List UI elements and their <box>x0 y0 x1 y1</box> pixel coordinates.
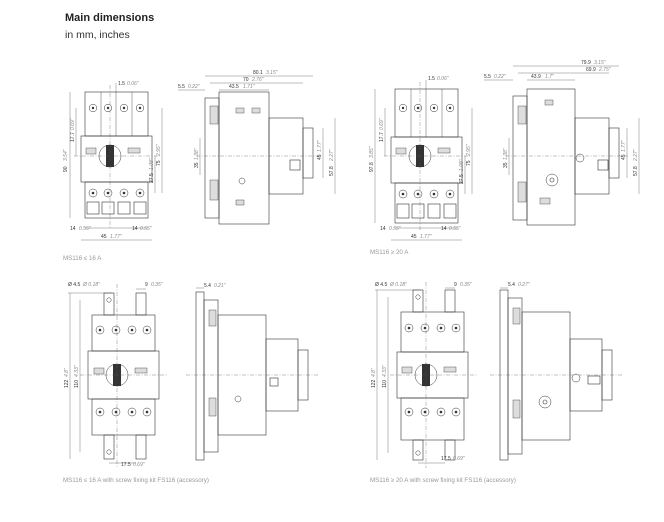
dim-label: 45 <box>317 154 323 160</box>
dim-label: 110 <box>74 380 80 388</box>
dim-label: 97.8 <box>369 162 375 172</box>
dim-label-inch: 0.55" <box>140 226 152 232</box>
drawing-front-view-bl: Ø 4.5 Ø 0.18" 9 0.35" 122 4.8" 110 4.33"… <box>64 282 168 468</box>
dim-label-inch: 2.95" <box>466 144 472 157</box>
drawing-side-view-tr: 79.9 3.15" 69.9 2.75" 5.5 0.22" 43.9 1.7… <box>484 60 640 226</box>
dim-label-inch: 0.21" <box>214 283 226 289</box>
dim-label: Ø 4.5 <box>375 282 387 288</box>
dim-label-inch: 0.69" <box>133 462 145 468</box>
dim-label-inch: 2.27" <box>633 149 639 162</box>
dim-label-inch: 0.55" <box>79 226 91 232</box>
dim-label: 43.9 <box>531 74 541 80</box>
dim-label-inch: 4.8" <box>371 368 377 377</box>
drawing-side-view-tl: 80.1 3.15" 70 2.76" 5.5 0.22" 43.5 1.71"… <box>178 70 336 225</box>
dim-label: 45 <box>411 234 417 240</box>
dim-label: 90 <box>63 166 69 172</box>
dim-label: 35 <box>503 162 509 168</box>
dim-label: 27.5 <box>149 173 155 183</box>
dim-label-inch: 1.7" <box>545 74 554 80</box>
dim-label-inch: 0.27" <box>518 282 530 288</box>
dim-label: Ø 4.5 <box>68 282 80 288</box>
dim-label-inch: 0.69" <box>379 118 385 130</box>
dim-label: 1.5 <box>428 76 435 82</box>
drawing-side-view-br: 5.4 0.27" <box>490 282 622 461</box>
dim-label-inch: 4.33" <box>74 365 80 377</box>
dim-label-inch: 1.77" <box>420 234 432 240</box>
dim-label: 45 <box>101 234 107 240</box>
dim-label-inch: 1.77" <box>621 140 627 152</box>
dim-label: 9 <box>454 282 457 288</box>
dim-label: 43.5 <box>229 84 239 90</box>
page-title: Main dimensions <box>65 12 155 24</box>
dim-label-inch: 2.95" <box>156 144 162 157</box>
dim-label: 17.7 <box>379 132 385 142</box>
caption-ms116-20a-kit: MS116 ≥ 20 A with screw fixing kit FS116… <box>370 477 516 484</box>
dim-label: 14 <box>441 226 447 232</box>
dim-label-inch: 3.85" <box>369 146 375 158</box>
dim-label: 9 <box>145 282 148 288</box>
dim-label-inch: 3.15" <box>266 70 278 76</box>
dim-label-inch: 0.35" <box>151 282 163 288</box>
dim-label: 17.5 <box>441 456 451 462</box>
dim-label-inch: 0.55" <box>389 226 401 232</box>
dim-label: 75 <box>466 160 472 166</box>
caption-ms116-20a: MS116 ≥ 20 A <box>370 249 409 256</box>
dim-label-inch: 0.22" <box>188 84 200 90</box>
dim-label-inch: Ø 0.18" <box>82 282 100 288</box>
dim-label-inch: 3.15" <box>594 60 606 66</box>
dim-label: 5.5 <box>178 84 185 90</box>
dim-label-inch: 4.33" <box>382 365 388 377</box>
dim-label-inch: 1.38" <box>503 148 509 160</box>
dim-label-inch: 0.22" <box>494 74 506 80</box>
dim-label: 27.5 <box>459 174 465 184</box>
dim-label: 5.4 <box>204 283 211 289</box>
dim-label-inch: 3.54" <box>63 149 69 161</box>
drawing-front-view-tl: 1.5 0.06" 90 3.54" 17.7 0.69" 27.5 1.08"… <box>63 81 163 241</box>
dim-label: 35 <box>194 162 200 168</box>
caption-ms116-16a-kit: MS116 ≤ 16 A with screw fixing kit FS116… <box>63 477 209 484</box>
dim-label: 45 <box>621 154 627 160</box>
dim-label-inch: 0.06" <box>437 76 449 82</box>
dim-label: 17.5 <box>121 462 131 468</box>
drawing-front-view-br: Ø 4.5 Ø 0.18" 9 0.35" 122 4.8" 110 4.33"… <box>371 282 478 468</box>
dim-label-inch: 1.77" <box>110 234 122 240</box>
dim-label-inch: 2.27" <box>329 149 335 162</box>
dim-label: 79.9 <box>581 60 591 66</box>
dim-label: 122 <box>64 379 70 388</box>
dim-label: 110 <box>382 380 388 388</box>
dim-label-inch: 2.75" <box>598 67 611 73</box>
caption-ms116-16a: MS116 ≤ 16 A <box>63 255 102 262</box>
dim-label: 57.8 <box>329 166 335 176</box>
dim-label-inch: 1.08" <box>459 159 465 171</box>
dim-label: 5.5 <box>484 74 491 80</box>
dim-label: 1.5 <box>118 81 125 87</box>
dim-label-inch: 4.8" <box>64 368 70 377</box>
dim-label: 14 <box>380 226 386 232</box>
dim-label-inch: 0.69" <box>453 456 465 462</box>
dim-label: 75 <box>156 160 162 166</box>
dim-label-inch: 1.71" <box>243 84 255 90</box>
dim-label: 17.7 <box>70 132 76 142</box>
dim-label: 69.9 <box>586 67 596 73</box>
dim-label-inch: 1.38" <box>194 148 200 160</box>
page-subtitle: in mm, inches <box>65 29 130 41</box>
dim-label-inch: 1.77" <box>317 140 323 152</box>
dim-label: 80.1 <box>253 70 263 76</box>
dim-label-inch: 1.08" <box>149 158 155 170</box>
dim-label: 122 <box>371 379 377 388</box>
dim-label-inch: 0.55" <box>449 226 461 232</box>
dim-label: 14 <box>70 226 76 232</box>
drawing-side-view-bl: 5.4 0.21" <box>186 283 318 461</box>
dim-label-inch: Ø 0.18" <box>389 282 407 288</box>
dim-label: 70 <box>243 77 249 83</box>
dim-label: 5.4 <box>508 282 515 288</box>
drawing-front-view-tr: 1.5 0.06" 97.8 3.85" 17.7 0.69" 27.5 1.0… <box>369 76 473 241</box>
dim-label-inch: 0.69" <box>70 118 76 130</box>
dim-label-inch: 0.35" <box>460 282 472 288</box>
dim-label-inch: 0.06" <box>127 81 139 87</box>
dim-label-inch: 2.76" <box>251 77 264 83</box>
dim-label: 14 <box>132 226 138 232</box>
dim-label: 57.8 <box>633 166 639 176</box>
